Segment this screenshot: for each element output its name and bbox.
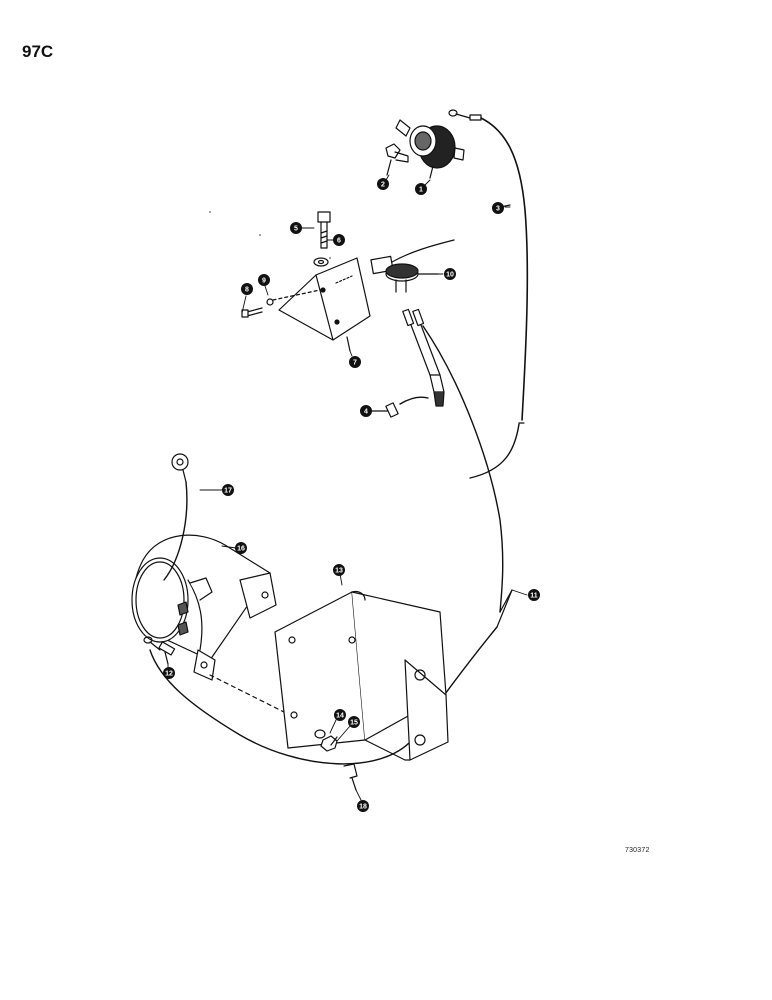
washer-14 [314, 729, 326, 739]
svg-text:11: 11 [530, 593, 538, 600]
callout-10: 10 [444, 268, 456, 280]
callout-2: 2 [377, 178, 389, 190]
svg-text:18: 18 [359, 804, 367, 811]
nut-15 [320, 735, 338, 752]
key-switch [395, 119, 465, 179]
callout-1: 1 [415, 183, 427, 195]
callout-6: 6 [333, 234, 345, 246]
svg-text:7: 7 [353, 360, 357, 367]
svg-text:10: 10 [446, 272, 454, 279]
svg-text:17: 17 [224, 488, 232, 495]
svg-text:1: 1 [419, 187, 423, 194]
callout-16: 16 [235, 542, 247, 554]
terminal-lead [143, 636, 176, 665]
callout-7: 7 [349, 356, 361, 368]
bolt [317, 211, 331, 249]
callout-8: 8 [241, 283, 253, 295]
key [385, 143, 409, 176]
svg-text:12: 12 [165, 671, 173, 678]
callout-5: 5 [290, 222, 302, 234]
washer [313, 257, 329, 267]
ground-strap [163, 453, 189, 581]
callout-3: 3 [492, 202, 504, 214]
callout-17: 17 [222, 484, 234, 496]
cable-11 [149, 589, 513, 765]
reference-code: 730372 [625, 847, 650, 854]
svg-text:3: 3 [496, 206, 500, 213]
sender-leads [402, 308, 504, 613]
svg-text:5: 5 [294, 226, 298, 233]
clip [343, 763, 358, 791]
u-bracket [274, 590, 449, 761]
svg-text:2: 2 [381, 182, 385, 189]
screw [241, 307, 263, 318]
sender-switch [335, 239, 455, 293]
connector [371, 396, 429, 418]
callout-4: 4 [360, 405, 372, 417]
callout-11: 11 [528, 589, 540, 601]
svg-text:6: 6 [337, 238, 341, 245]
callout-15: 15 [348, 716, 360, 728]
svg-text:4: 4 [364, 409, 368, 416]
lockwasher [266, 298, 274, 306]
svg-text:16: 16 [237, 546, 245, 553]
callout-18: 18 [357, 800, 369, 812]
svg-text:14: 14 [336, 713, 344, 720]
callout-12: 12 [163, 667, 175, 679]
callout-13: 13 [333, 564, 345, 576]
callout-9: 9 [258, 274, 270, 286]
svg-text:8: 8 [245, 287, 249, 294]
svg-text:13: 13 [335, 568, 343, 575]
callout-14: 14 [334, 709, 346, 721]
mounting-bracket [278, 257, 371, 352]
svg-text:9: 9 [262, 278, 266, 285]
solenoid-body [131, 534, 277, 681]
page-label: 97C [22, 42, 54, 61]
svg-text:15: 15 [350, 720, 358, 727]
